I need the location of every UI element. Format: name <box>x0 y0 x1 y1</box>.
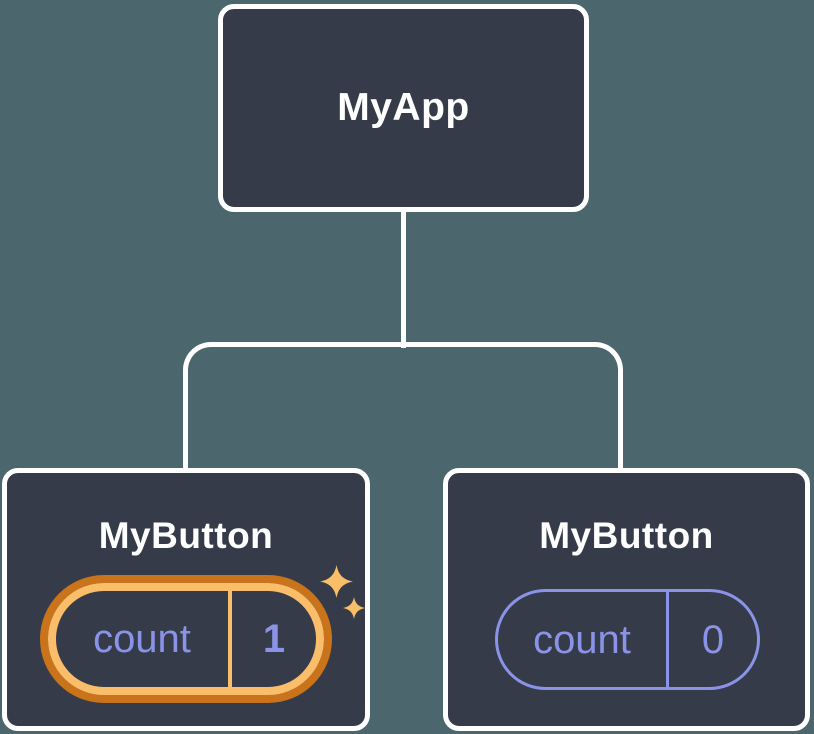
state-value: 0 <box>701 617 725 662</box>
node-mybutton-left: MyButton count 1 <box>2 468 370 731</box>
node-myapp-label: MyApp <box>337 86 470 129</box>
node-mybutton-left-label: MyButton <box>98 515 274 556</box>
state-value: 1 <box>262 617 286 661</box>
connector-stem <box>401 208 406 348</box>
connector-branch <box>183 342 623 473</box>
state-key-label: count <box>93 617 191 661</box>
pill-divider <box>228 591 232 687</box>
pill-divider <box>666 592 669 687</box>
state-pill-highlighted: count 1 <box>48 583 324 695</box>
sparkles-icon <box>320 565 365 619</box>
node-myapp: MyApp <box>218 4 589 212</box>
node-mybutton-right-label: MyButton <box>539 515 714 556</box>
node-mybutton-right: MyButton count 0 <box>443 468 810 731</box>
state-pill: count 0 <box>495 589 760 690</box>
state-key-label: count <box>533 617 631 662</box>
